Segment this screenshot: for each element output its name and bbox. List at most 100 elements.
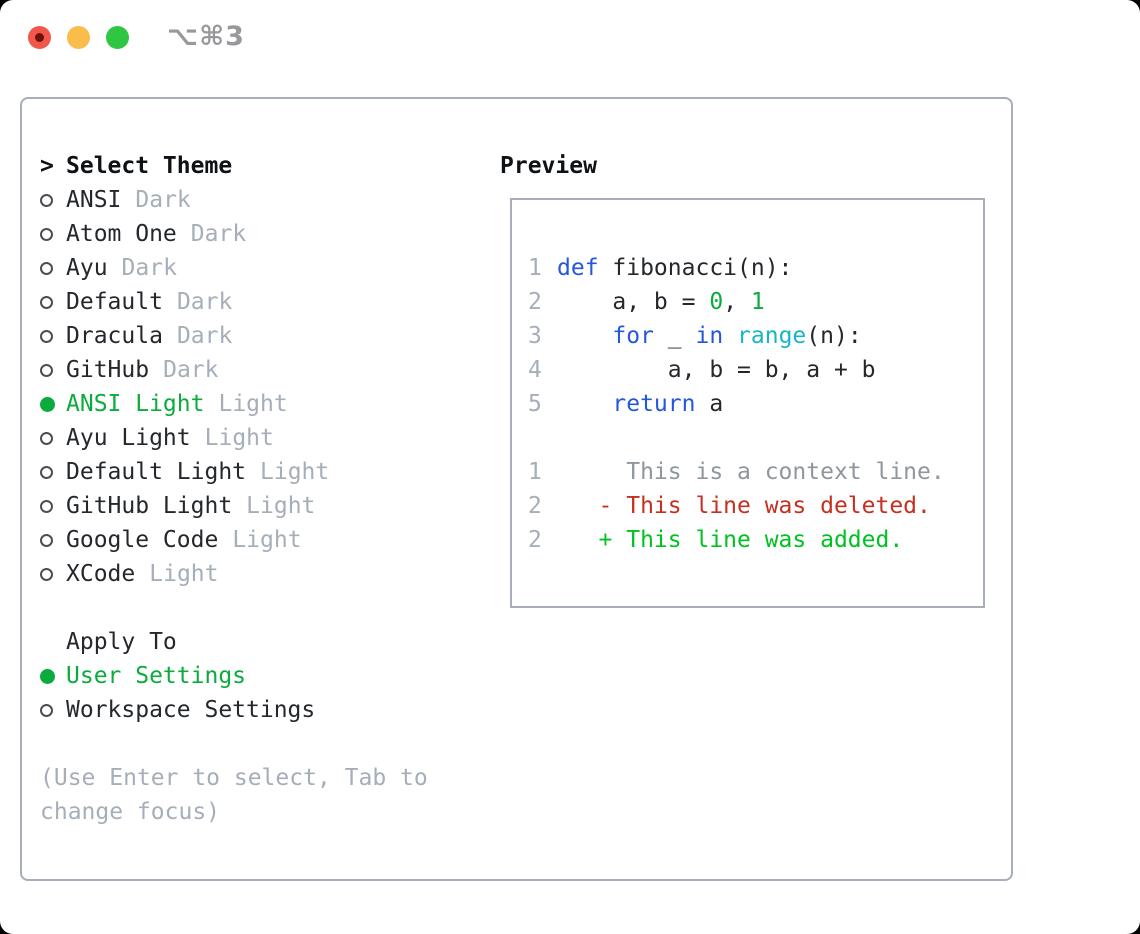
option-label: XCode <box>66 561 136 587</box>
apply-to-header: Apply To <box>40 625 428 659</box>
code-line: 1 This is a context line. <box>528 455 983 489</box>
option-variant: Dark <box>176 323 233 349</box>
theme-option[interactable]: ANSI Dark <box>40 183 428 217</box>
help-line-2: change focus) <box>40 799 221 825</box>
theme-option[interactable]: Atom One Dark <box>40 217 428 251</box>
prompt-icon: > <box>40 153 54 179</box>
option-variant: Light <box>218 391 288 417</box>
option-variant: Dark <box>121 255 177 281</box>
window-title: ⌥⌘3 <box>167 21 245 52</box>
option-label: Ayu <box>66 255 108 281</box>
apply-to-option[interactable]: Workspace Settings <box>40 693 428 727</box>
code-segment: 1 <box>750 289 765 315</box>
option-label: ANSI <box>66 187 122 213</box>
line-number: 2 <box>528 527 542 553</box>
radio-icon <box>40 431 66 445</box>
code-segment: in <box>695 323 724 349</box>
code-segment: def <box>557 255 599 281</box>
radio-icon <box>40 329 66 343</box>
radio-icon <box>40 703 66 717</box>
code-segment: a, b = <box>557 289 710 315</box>
line-number: 5 <box>528 391 542 417</box>
code-block: 1 def fibonacci(n): 2 a, b = 0, 1 3 for _ i… <box>528 251 983 557</box>
minimize-button[interactable] <box>67 26 90 49</box>
option-label: Workspace Settings <box>66 697 316 723</box>
apply-to-option[interactable]: User Settings <box>40 659 428 693</box>
option-variant: Light <box>149 561 219 587</box>
code-line: 5 return a <box>528 387 983 421</box>
radio-icon <box>40 261 66 275</box>
theme-option[interactable]: Ayu Light Light <box>40 421 428 455</box>
option-label: Default Light <box>66 459 247 485</box>
code-segment: return <box>612 391 696 417</box>
radio-icon <box>40 227 66 241</box>
apply-to-section: Apply To User Settings Workspace Setting… <box>40 625 428 727</box>
theme-picker: > Select Theme ANSI Dark Atom One Dark A… <box>40 149 428 829</box>
line-number: 4 <box>528 357 542 383</box>
option-variant: Light <box>246 493 316 519</box>
radio-icon <box>40 533 66 547</box>
theme-option[interactable]: Ayu Dark <box>40 251 428 285</box>
option-variant: Dark <box>135 187 191 213</box>
option-variant: Dark <box>176 289 233 315</box>
code-line: 1 def fibonacci(n): <box>528 251 983 285</box>
option-variant: Light <box>260 459 330 485</box>
option-label: GitHub <box>66 357 150 383</box>
code-segment: This is a context line. <box>557 459 945 485</box>
radio-icon <box>40 668 66 684</box>
radio-icon <box>40 295 66 309</box>
theme-option[interactable]: GitHub Light Light <box>40 489 428 523</box>
code-segment: a <box>695 391 724 417</box>
code-segment: , <box>723 289 751 315</box>
select-theme-header: > Select Theme <box>40 149 428 183</box>
code-line: 2 - This line was deleted. <box>528 489 983 523</box>
radio-icon <box>40 396 66 412</box>
theme-option[interactable]: Default Light Light <box>40 455 428 489</box>
apply-to-list: User Settings Workspace Settings <box>40 659 428 727</box>
preview-pane: 1 def fibonacci(n): 2 a, b = 0, 1 3 for _ i… <box>510 198 985 608</box>
code-segment: fibonacci(n): <box>598 255 793 281</box>
line-number: 3 <box>528 323 542 349</box>
code-segment <box>557 323 612 349</box>
option-label: Google Code <box>66 527 219 553</box>
theme-option[interactable]: Google Code Light <box>40 523 428 557</box>
apply-to-title: Apply To <box>66 629 177 655</box>
theme-option[interactable]: Default Dark <box>40 285 428 319</box>
code-segment: 0 <box>709 289 724 315</box>
close-button[interactable] <box>28 26 51 49</box>
code-segment: - This line was deleted. <box>557 493 931 519</box>
code-line: 2 + This line was added. <box>528 523 983 557</box>
theme-option[interactable]: XCode Light <box>40 557 428 591</box>
code-segment: + This line was added. <box>557 527 904 553</box>
select-theme-title: Select Theme <box>66 153 233 179</box>
preview-title: Preview <box>500 153 597 179</box>
code-line: 2 a, b = 0, 1 <box>528 285 983 319</box>
line-number: 2 <box>528 493 542 519</box>
help-text: (Use Enter to select, Tab to change focu… <box>40 761 428 829</box>
option-label: ANSI Light <box>66 391 205 417</box>
radio-icon <box>40 363 66 377</box>
theme-list: ANSI Dark Atom One Dark Ayu Dark Default… <box>40 183 428 591</box>
option-label: Ayu Light <box>66 425 191 451</box>
code-segment: for <box>612 323 654 349</box>
code-segment: (n): <box>806 323 862 349</box>
option-variant: Light <box>204 425 274 451</box>
code-segment: range <box>737 323 807 349</box>
option-label: Dracula <box>66 323 163 349</box>
help-line-1: (Use Enter to select, Tab to <box>40 765 428 791</box>
unsaved-indicator-icon <box>35 33 44 42</box>
option-label: GitHub Light <box>66 493 233 519</box>
theme-option[interactable]: GitHub Dark <box>40 353 428 387</box>
option-variant: Dark <box>163 357 219 383</box>
code-segment: _ <box>653 323 696 349</box>
radio-icon <box>40 193 66 207</box>
theme-option[interactable]: ANSI Light Light <box>40 387 428 421</box>
option-variant: Dark <box>190 221 247 247</box>
option-label: User Settings <box>66 663 247 689</box>
line-number: 1 <box>528 255 542 281</box>
zoom-button[interactable] <box>106 26 129 49</box>
radio-icon <box>40 465 66 479</box>
theme-option[interactable]: Dracula Dark <box>40 319 428 353</box>
code-line <box>528 421 983 455</box>
